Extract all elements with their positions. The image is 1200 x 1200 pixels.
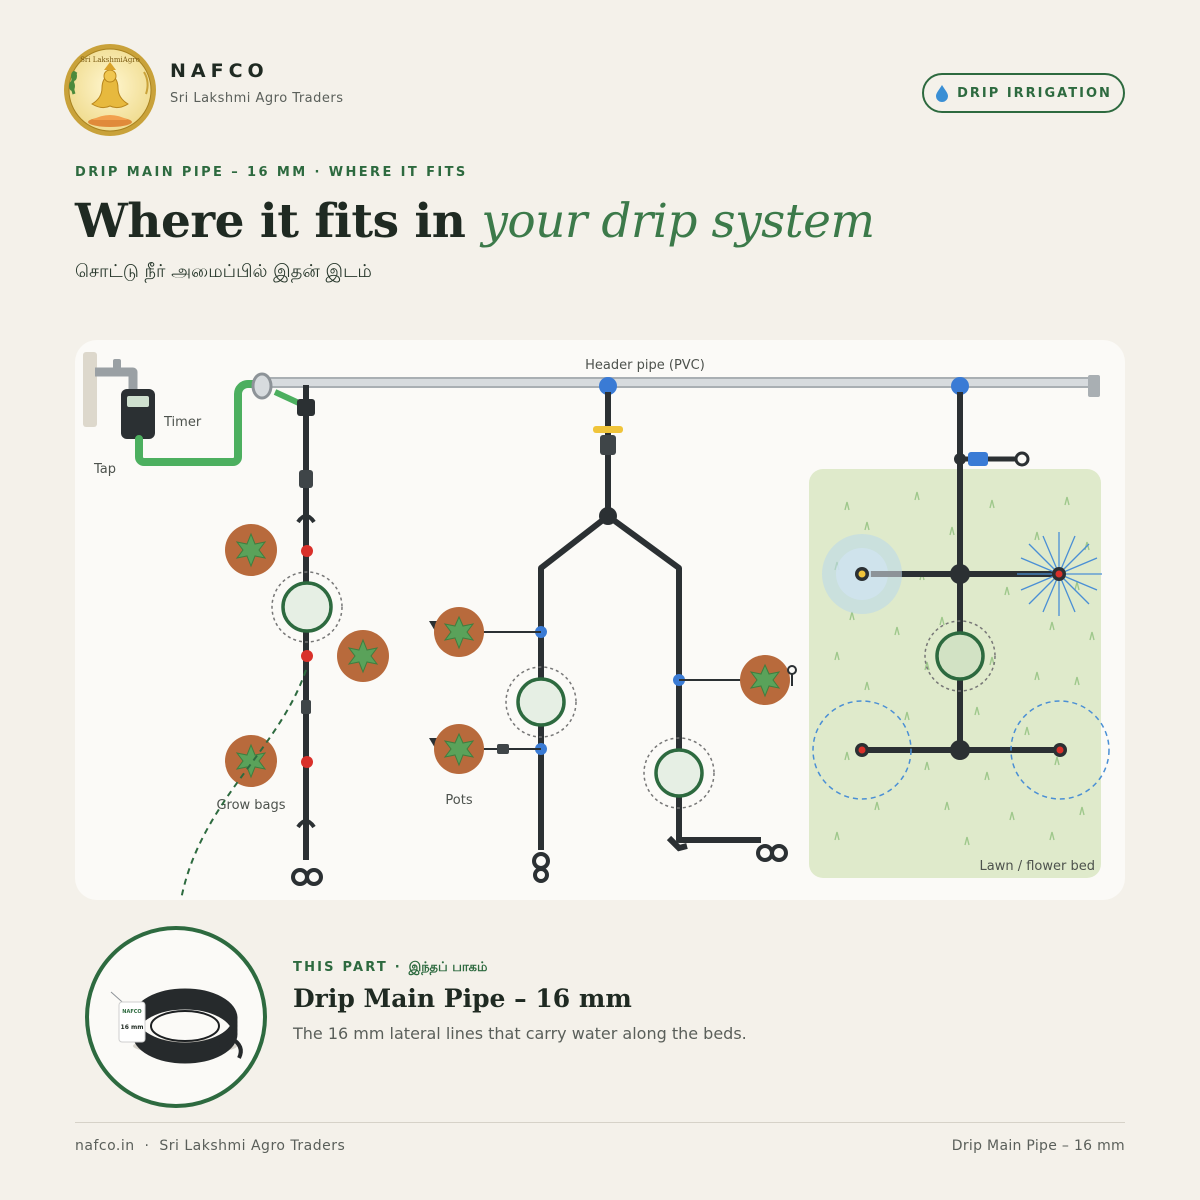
pots-label: Pots	[445, 793, 472, 808]
footer-divider	[75, 1122, 1125, 1123]
grow-bag	[337, 630, 389, 682]
header-tee	[951, 377, 969, 395]
end-stop	[291, 868, 309, 886]
end-stop	[533, 867, 549, 883]
tag-size: 16 mm	[121, 1024, 144, 1031]
lateral-pipe-3	[606, 513, 761, 843]
valve-handle	[593, 426, 623, 433]
highlight-ring	[271, 571, 343, 643]
header-pipe	[264, 377, 1096, 388]
spray-radius	[1010, 700, 1110, 800]
part-title: Drip Main Pipe – 16 mm	[293, 984, 632, 1013]
brand-name: NAFCO	[170, 60, 269, 82]
dripper-stake	[787, 665, 797, 675]
highlight-marker[interactable]	[935, 631, 985, 681]
pipe-coil-illustration: NAFCO 16 mm	[110, 988, 243, 1064]
timer-label: Timer	[163, 415, 202, 430]
mister-nozzle	[871, 571, 901, 577]
section-eyebrow: DRIP MAIN PIPE – 16 MM · WHERE IT FITS	[75, 165, 468, 180]
brand-logo: Sri LakshmiAgro	[64, 44, 156, 136]
pot	[740, 655, 790, 705]
tamil-subtitle: சொட்டு நீர் அமைப்பில் இதன் இடம்	[75, 261, 372, 282]
grow-bag	[225, 735, 277, 787]
wall	[83, 352, 97, 427]
part-eyebrow-tamil: இந்தப் பாகம்	[408, 960, 488, 975]
sprinkler-head	[1055, 570, 1063, 578]
popup-sprinkler-head	[1056, 746, 1064, 754]
grass-marks	[834, 491, 1095, 846]
hose	[135, 380, 263, 466]
header-tee	[599, 377, 617, 395]
title-plain: Where it fits in	[75, 194, 482, 249]
title-accent: your drip system	[481, 194, 875, 249]
diagram-canvas: Header pipe (PVC) Timer Tap	[83, 352, 1110, 900]
elbow	[666, 835, 688, 852]
category-badge[interactable]: DRIP IRRIGATION	[922, 73, 1125, 113]
brand-subtitle: Sri Lakshmi Agro Traders	[170, 91, 344, 106]
filter-fitting	[600, 435, 616, 455]
inline-joiner	[299, 470, 313, 488]
hose-connector	[273, 389, 303, 407]
part-description: The 16 mm lateral lines that carry water…	[293, 1024, 747, 1043]
end-stop	[770, 844, 788, 862]
tag-brand: NAFCO	[122, 1009, 141, 1015]
drip-system-diagram: Header pipe (PVC) Timer Tap	[75, 340, 1125, 900]
end-stop	[305, 868, 323, 886]
water-drop-icon	[936, 85, 949, 102]
timer-screen	[127, 396, 149, 407]
flow-marker	[296, 514, 316, 524]
logo-text: Sri LakshmiAgro	[80, 56, 140, 64]
highlight-marker[interactable]	[516, 677, 566, 727]
cross-fitting	[950, 740, 970, 760]
popup-sprinkler-head	[858, 746, 866, 754]
part-image: NAFCO 16 mm	[85, 926, 267, 1108]
inline-joiner	[301, 700, 311, 714]
badge-label: DRIP IRRIGATION	[957, 85, 1112, 101]
end-stop	[532, 852, 550, 870]
pot	[434, 724, 484, 774]
part-eyebrow-sep: ·	[387, 960, 409, 975]
end-stop	[1014, 451, 1030, 467]
tap-spout	[95, 367, 138, 392]
cross-fitting	[950, 564, 970, 584]
end-stop	[756, 844, 774, 862]
part-eyebrow-en: THIS PART	[293, 960, 388, 975]
tee-fitting	[954, 453, 966, 465]
grow-bag	[225, 524, 277, 576]
highlight-ring	[643, 737, 715, 809]
header-inlet-fitting	[251, 372, 273, 400]
header-pipe-label: Header pipe (PVC)	[585, 358, 705, 373]
highlight-marker[interactable]	[654, 748, 704, 798]
lawn-label: Lawn / flower bed	[980, 859, 1095, 874]
footer-product: Drip Main Pipe – 16 mm	[951, 1138, 1125, 1154]
dripper	[301, 545, 313, 557]
callout-line	[180, 669, 307, 900]
flush-valve	[968, 452, 988, 466]
dripper	[301, 756, 313, 768]
spray-radius	[812, 700, 912, 800]
footer-site[interactable]: nafco.in · Sri Lakshmi Agro Traders	[75, 1138, 346, 1154]
part-eyebrow: THIS PART · இந்தப் பாகம்	[293, 960, 487, 976]
flow-marker	[296, 819, 316, 829]
dripper-stake	[497, 744, 509, 754]
header-endcap	[1088, 375, 1100, 397]
grow-bags-label: Grow bags	[216, 798, 285, 813]
dripper	[301, 650, 313, 662]
tap-handle	[113, 359, 121, 369]
mister-head	[858, 570, 866, 578]
highlight-marker[interactable]	[281, 581, 333, 633]
pot	[434, 607, 484, 657]
tap-label: Tap	[93, 462, 116, 477]
lateral-pipe-2	[538, 513, 610, 850]
takeoff-fitting	[297, 399, 315, 416]
highlight-ring	[924, 620, 996, 692]
highlight-ring	[505, 666, 577, 738]
page-title: Where it fits in your drip system	[75, 194, 875, 249]
